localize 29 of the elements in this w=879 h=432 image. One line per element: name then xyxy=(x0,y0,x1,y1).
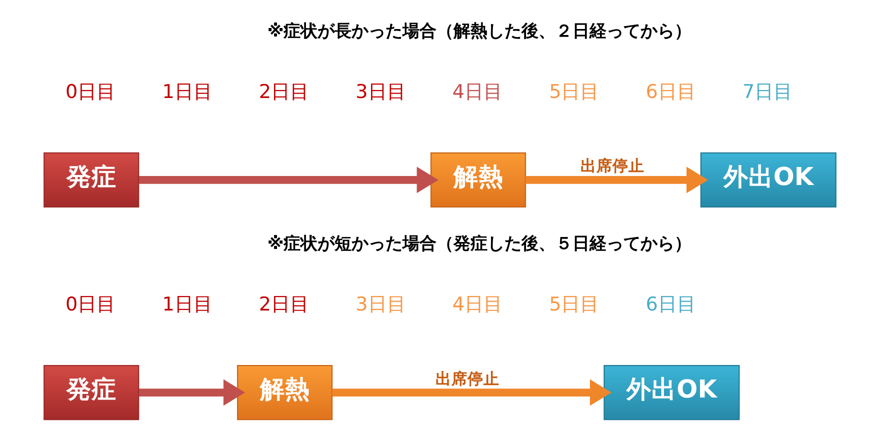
node-box: 解熱 xyxy=(430,152,526,207)
label: 4日目 xyxy=(452,292,502,316)
node-box: 発症 xyxy=(43,152,139,207)
node-box: 外出OK xyxy=(603,364,740,420)
arrow xyxy=(138,166,438,193)
label: 2日目 xyxy=(258,292,309,316)
label: 3日目 xyxy=(355,79,406,102)
label: 5日目 xyxy=(548,292,599,316)
edge-label: 出席停止 xyxy=(580,156,644,175)
arrow xyxy=(332,378,612,406)
label: 0日目 xyxy=(64,292,116,316)
label: 6日目 xyxy=(645,292,696,316)
arrow xyxy=(525,166,708,193)
label: 0日目 xyxy=(64,79,116,102)
node-box: 外出OK xyxy=(700,152,836,207)
label: 7日目 xyxy=(742,79,792,102)
label: 6日目 xyxy=(645,79,696,102)
label: 1日目 xyxy=(162,292,212,316)
node-box: 発症 xyxy=(43,364,139,420)
node-box: 解熱 xyxy=(236,364,332,420)
label: ※症状が長かった場合（解熱した後、２日経ってから） xyxy=(266,20,692,40)
label: 5日目 xyxy=(548,79,599,102)
label: 3日目 xyxy=(355,292,406,316)
label: 4日目 xyxy=(452,79,502,102)
label: 2日目 xyxy=(258,79,309,102)
label: 1日目 xyxy=(162,79,212,102)
arrow xyxy=(138,378,245,406)
label: ※症状が短かった場合（発症した後、５日経ってから） xyxy=(266,232,692,253)
edge-label: 出席停止 xyxy=(435,368,499,388)
